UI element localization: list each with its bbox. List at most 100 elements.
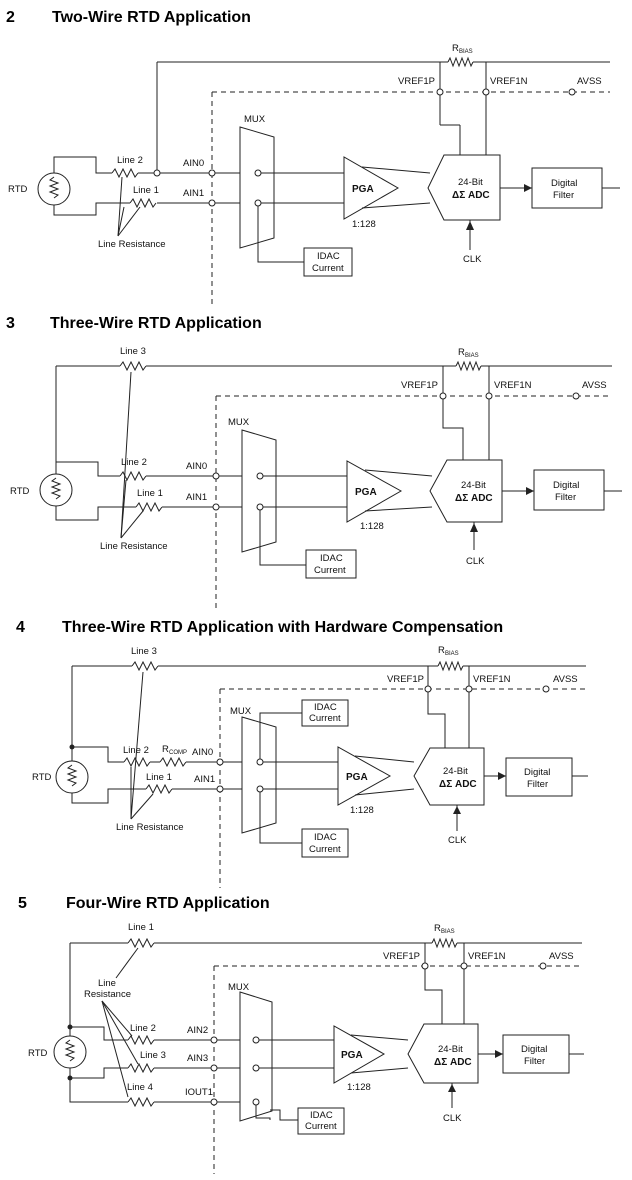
adc-label-2: ΔΣ ADC — [439, 779, 477, 790]
mux-label: MUX — [230, 706, 252, 717]
three-wire-hw-comp-schematic: Line 3 R BIAS VREF1P VREF1N AVSS RTD Lin… — [32, 645, 588, 888]
line3-resistor — [119, 360, 147, 372]
pga-label: PGA — [346, 772, 368, 783]
line3-resistor — [127, 1062, 155, 1074]
line2-label: Line 2 — [121, 457, 147, 468]
figure-four-wire-rtd: 5 Four-Wire RTD Application Line 1 R BIA… — [0, 890, 632, 1180]
ain0-label: AIN0 — [192, 747, 213, 758]
vref1n-label: VREF1N — [494, 380, 532, 391]
filter-label-1: Digital — [553, 480, 579, 491]
rbias-sub-label: BIAS — [459, 49, 473, 55]
ain2-label: AIN2 — [187, 1025, 208, 1036]
line-resistance-label-1: Line — [98, 978, 116, 989]
idac-current-box — [297, 1107, 345, 1135]
vref1n-label: VREF1N — [468, 951, 506, 962]
vref1p-label: VREF1P — [398, 76, 435, 87]
rbias-label: R — [438, 645, 445, 656]
pga-gain-label: 1:128 — [350, 805, 374, 816]
line3-resistor — [131, 660, 159, 672]
line1-label: Line 1 — [128, 922, 154, 933]
avss-label: AVSS — [549, 951, 574, 962]
idac-current-box — [301, 828, 349, 858]
idac-label-2: Current — [314, 565, 346, 576]
idac-current-box — [303, 247, 353, 277]
filter-label-2: Filter — [527, 779, 548, 790]
avss-node — [568, 88, 576, 96]
line1-resistor — [129, 197, 157, 209]
line1-resistor — [127, 937, 155, 949]
two-wire-schematic: R BIAS VREF1P VREF1N AVSS RTD Line 2 Lin… — [8, 43, 620, 305]
digital-filter-box — [533, 469, 605, 511]
ain3-label: AIN3 — [187, 1053, 208, 1064]
vref1n-label: VREF1N — [473, 674, 511, 685]
rbias-sub-label: BIAS — [445, 651, 459, 657]
digital-filter-box — [505, 757, 573, 797]
rbias-label: R — [434, 923, 441, 934]
line2-label: Line 2 — [123, 745, 149, 756]
rbias-sub-label: BIAS — [465, 353, 479, 359]
vref1p-label: VREF1P — [401, 380, 438, 391]
rcomp-resistor — [159, 756, 187, 768]
pga-block — [346, 460, 403, 523]
figure-number: 3 — [6, 315, 15, 332]
filter-label-1: Digital — [551, 178, 577, 189]
rtd-label: RTD — [28, 1048, 47, 1059]
line-resistance-label: Line Resistance — [116, 822, 184, 833]
clk-label: CLK — [463, 254, 482, 265]
line1-label: Line 1 — [146, 772, 172, 783]
pga-gain-label: 1:128 — [360, 521, 384, 532]
adc-label-2: ΔΣ ADC — [455, 493, 493, 504]
adc-label-2: ΔΣ ADC — [434, 1057, 472, 1068]
adc-block — [427, 154, 501, 221]
adc-block — [429, 459, 503, 523]
pga-block — [337, 746, 392, 806]
pga-block — [333, 1025, 386, 1084]
figure-number: 5 — [18, 895, 27, 912]
rtd-symbol — [37, 172, 71, 206]
ain1-label: AIN1 — [183, 188, 204, 199]
rbias-resistor — [447, 56, 474, 68]
idac-label-2: Current — [305, 1121, 337, 1132]
line4-label: Line 4 — [127, 1082, 153, 1093]
idac-label-2: Current — [309, 844, 341, 855]
ain1-label: AIN1 — [186, 492, 207, 503]
filter-label-1: Digital — [524, 767, 550, 778]
line1-label: Line 1 — [137, 488, 163, 499]
adc-label-1: 24-Bit — [458, 177, 483, 188]
vref1n-label: VREF1N — [490, 76, 528, 87]
line3-label: Line 3 — [120, 346, 146, 357]
pga-label: PGA — [341, 1050, 363, 1061]
figure-three-wire-rtd-hw-comp: 4 Three-Wire RTD Application with Hardwa… — [0, 610, 632, 890]
figure-title: Two-Wire RTD Application — [52, 9, 251, 26]
adc-label-1: 24-Bit — [461, 480, 486, 491]
filter-label-2: Filter — [555, 492, 576, 503]
line-resistance-label-2: Resistance — [84, 989, 131, 1000]
adc-label-1: 24-Bit — [438, 1044, 463, 1055]
line1-resistor — [135, 501, 163, 513]
rtd-label: RTD — [10, 486, 29, 497]
iout1-label: IOUT1 — [185, 1087, 213, 1098]
avss-label: AVSS — [577, 76, 602, 87]
mux-block — [239, 126, 275, 249]
filter-label-1: Digital — [521, 1044, 547, 1055]
rtd-label: RTD — [32, 772, 51, 783]
pga-label: PGA — [355, 487, 377, 498]
digital-filter-box — [531, 167, 603, 209]
idac-top-label-2: Current — [309, 713, 341, 724]
idac-label-1: IDAC — [310, 1110, 333, 1121]
pga-block — [343, 156, 400, 220]
ain0-label: AIN0 — [186, 461, 207, 472]
line3-label: Line 3 — [131, 646, 157, 657]
line2-resistor — [127, 1034, 155, 1046]
rbias-label: R — [452, 43, 459, 54]
three-wire-schematic: Line 3 R BIAS VREF1P VREF1N AVSS RTD Lin… — [10, 346, 622, 608]
figure-three-wire-rtd: 3 Three-Wire RTD Application Line 3 R BI… — [0, 310, 632, 610]
line1-resistor — [145, 783, 173, 795]
rcomp-sub-label: COMP — [169, 750, 187, 756]
figure-number: 2 — [6, 9, 15, 26]
line-resistance-label: Line Resistance — [98, 239, 166, 250]
pga-gain-label: 1:128 — [352, 219, 376, 230]
idac-label-2: Current — [312, 263, 344, 274]
vref1n-node — [482, 88, 490, 96]
adc-label-1: 24-Bit — [443, 766, 468, 777]
